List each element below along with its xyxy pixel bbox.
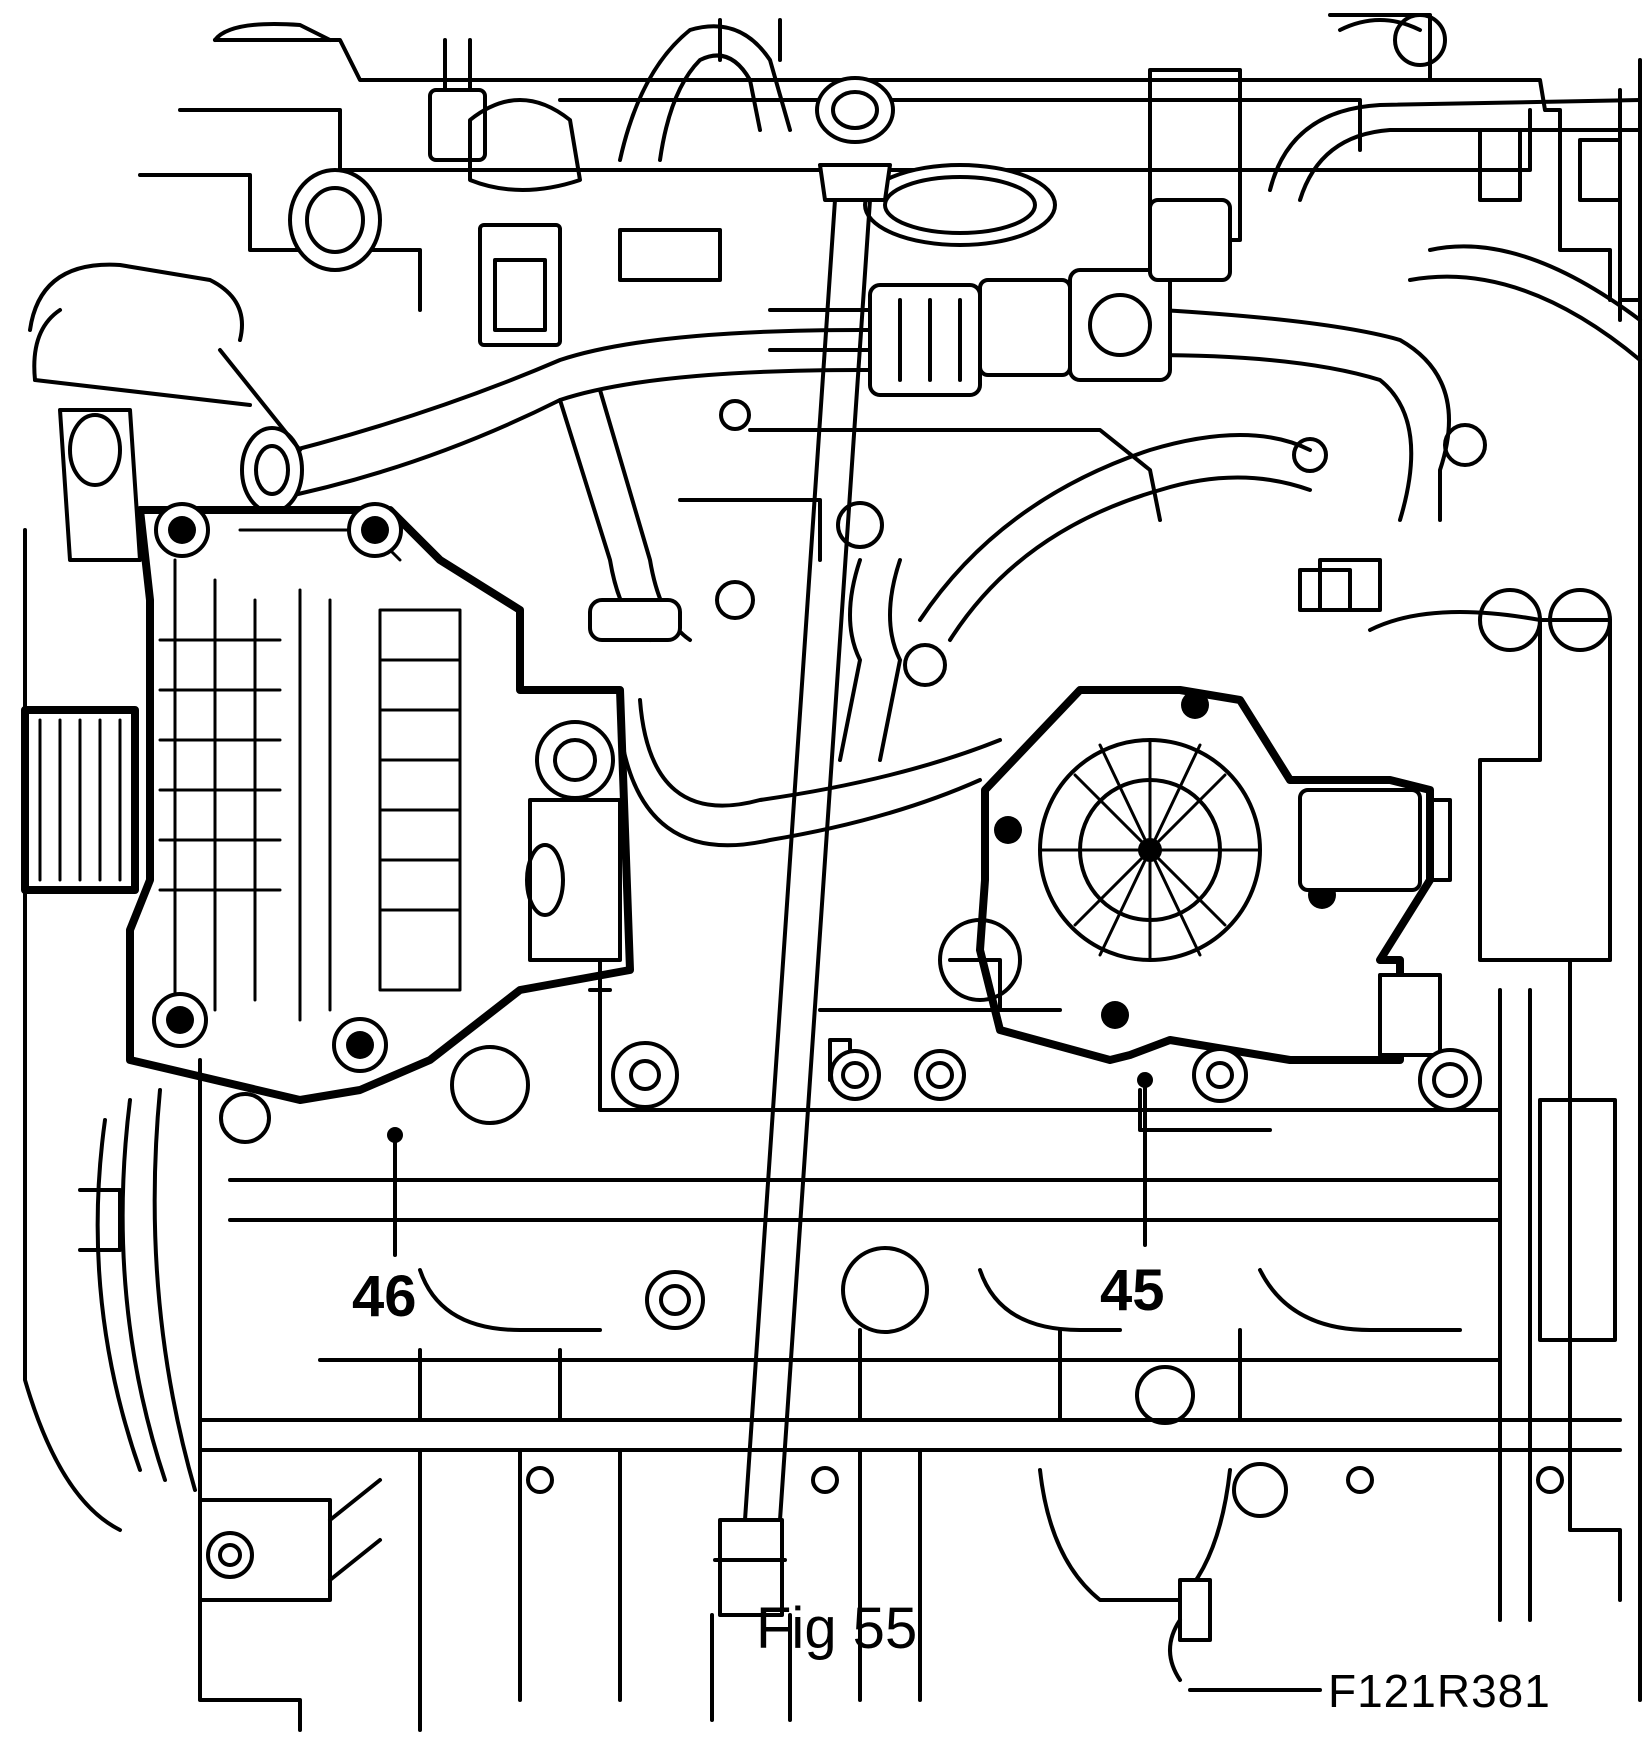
head-bolts [715,399,1612,687]
throttle-body [976,686,1452,1064]
dipstick [710,76,895,1722]
callout-45: 45 [1100,1258,1165,1323]
figure-caption: Fig 55 [756,1596,918,1661]
right-side-housing [1318,298,1642,1702]
leader-lines [387,1072,1322,1692]
hoses [28,24,1642,848]
fuel-rail [678,428,1352,1132]
callout-46: 46 [352,1264,417,1329]
alternator-pulley [21,706,139,894]
engine-block [198,918,1622,1732]
reference-code: F121R381 [1328,1665,1551,1717]
oil-filler-cap [288,98,1057,272]
alternator [126,502,634,1104]
hose-clamps [218,198,1232,642]
front-pulleys [23,408,197,1532]
